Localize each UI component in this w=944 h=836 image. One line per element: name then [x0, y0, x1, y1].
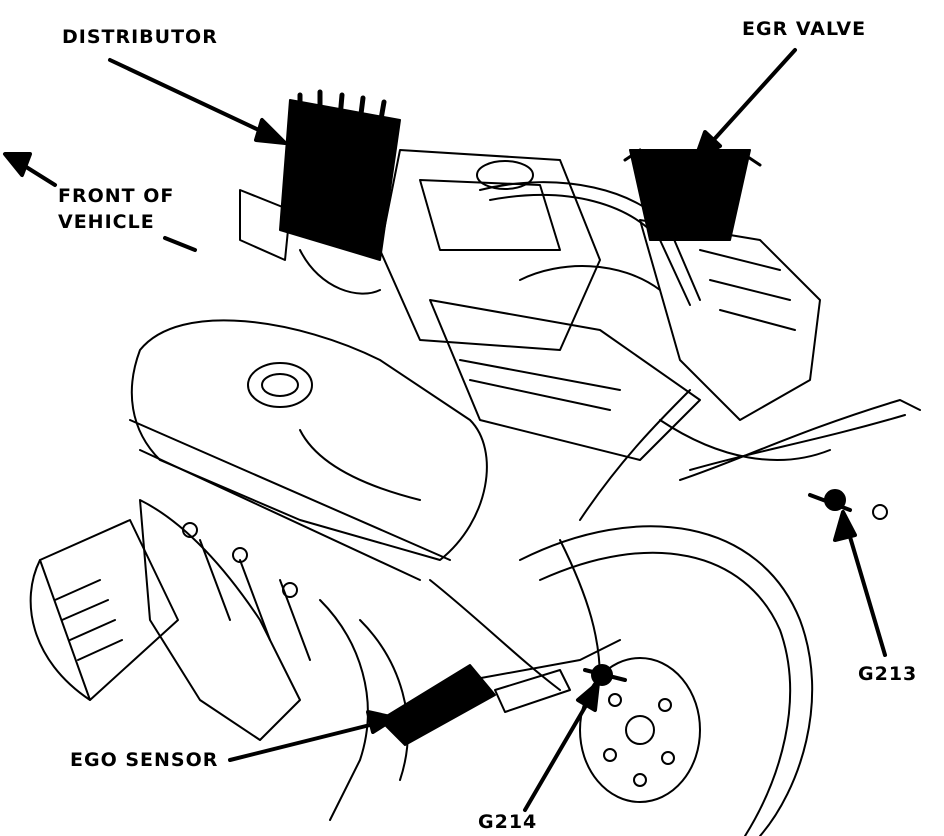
- distributor-label: DISTRIBUTOR: [62, 26, 218, 48]
- left-arrow-icon: [3, 152, 197, 252]
- ego-sensor-body: [379, 664, 571, 746]
- exhaust-manifold: [139, 499, 409, 821]
- front-of-vehicle-label-line2: VEHICLE: [58, 211, 155, 233]
- sensor-wiring: [429, 389, 921, 691]
- valve-cover: [129, 319, 488, 581]
- oil-filter: [29, 519, 179, 701]
- flywheel: [519, 525, 814, 836]
- g214-label: G214: [478, 811, 538, 833]
- egr-valve-label: EGR VALVE: [742, 18, 867, 40]
- ground-points: [583, 489, 888, 686]
- front-of-vehicle-label-line1: FRONT OF: [58, 185, 175, 207]
- ego-sensor-label: EGO SENSOR: [70, 749, 219, 771]
- leader-arrows: [108, 48, 887, 812]
- distributor-cap: [239, 89, 401, 295]
- left-cylinder-head: [639, 219, 831, 461]
- g213-label: G213: [858, 663, 918, 685]
